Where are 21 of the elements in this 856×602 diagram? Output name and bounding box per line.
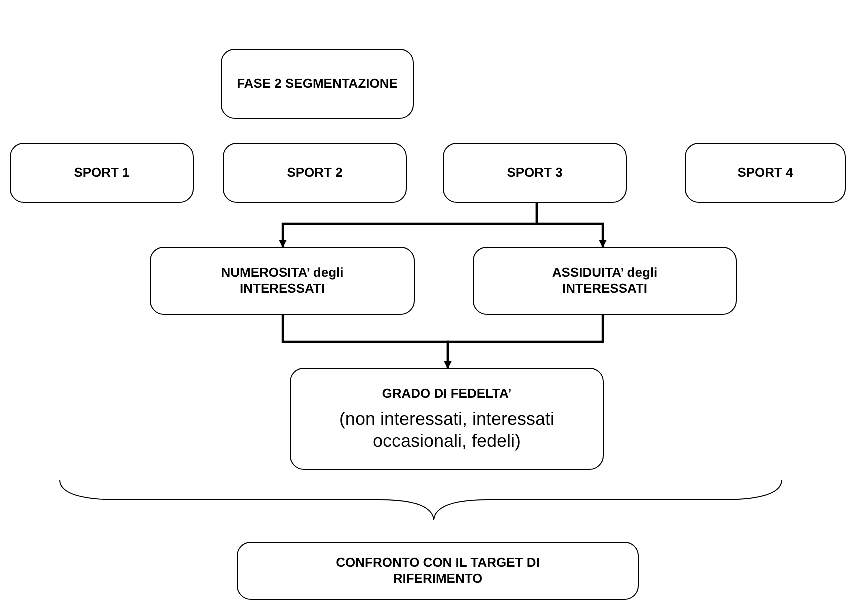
connector-arrow (536, 203, 607, 248)
process-box (473, 247, 737, 315)
connector-arrow (444, 315, 604, 369)
box-description: (non interessati, interessati occasionali, fedeli) (338, 408, 556, 452)
process-box (290, 368, 604, 470)
process-box (685, 143, 846, 203)
box-title: SPORT 2 (287, 165, 343, 181)
box-title: SPORT 4 (738, 165, 794, 181)
process-box (443, 143, 627, 203)
box-title: NUMEROSITA’ degli INTERESSATI (220, 265, 345, 297)
box-title: SPORT 1 (74, 165, 130, 181)
box-title: FASE 2 SEGMENTAZIONE (237, 76, 398, 92)
box-title: SPORT 3 (507, 165, 563, 181)
box-title: CONFRONTO CON IL TARGET DI RIFERIMENTO (335, 555, 541, 587)
process-box (223, 143, 407, 203)
process-box (221, 49, 414, 119)
box-title: ASSIDUITA’ degli INTERESSATI (551, 265, 659, 297)
process-box (150, 247, 415, 315)
process-box (10, 143, 194, 203)
process-box (237, 542, 639, 600)
box-title: GRADO DI FEDELTA’ (382, 386, 512, 402)
